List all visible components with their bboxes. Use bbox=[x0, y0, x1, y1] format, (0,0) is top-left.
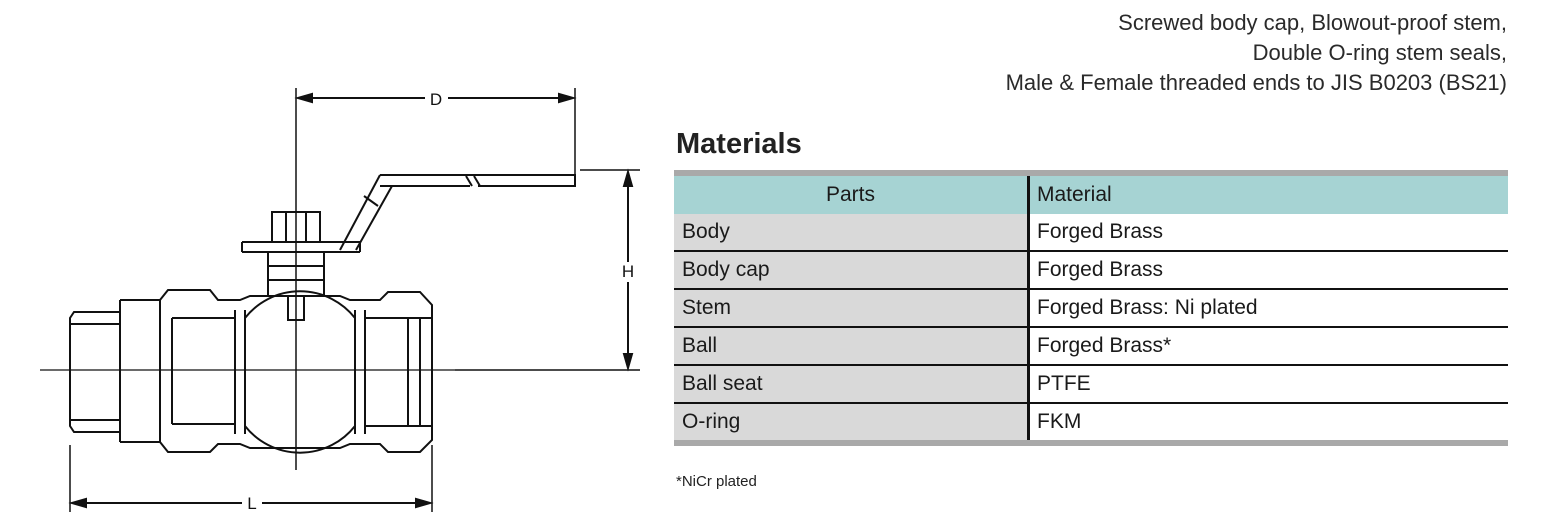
table-row: O-ring FKM bbox=[674, 402, 1508, 446]
part-cell: O-ring bbox=[674, 402, 1029, 446]
dimension-d-label: D bbox=[430, 90, 442, 109]
part-cell: Stem bbox=[674, 288, 1029, 327]
part-cell: Ball bbox=[674, 326, 1029, 365]
table-header-row: Parts Material bbox=[674, 170, 1508, 214]
table-row: Ball Forged Brass* bbox=[674, 326, 1508, 365]
table-row: Body cap Forged Brass bbox=[674, 250, 1508, 289]
feature-line-3: Male & Female threaded ends to JIS B0203… bbox=[1005, 70, 1507, 95]
table-row: Ball seat PTFE bbox=[674, 364, 1508, 403]
material-cell: PTFE bbox=[1027, 364, 1508, 403]
part-cell: Body cap bbox=[674, 250, 1029, 289]
materials-title: Materials bbox=[676, 128, 802, 160]
dimension-h-label: H bbox=[622, 262, 634, 281]
header-parts: Parts bbox=[674, 170, 1029, 214]
dimension-l-label: L bbox=[247, 494, 256, 513]
materials-table: Parts Material Body Forged Brass Body ca… bbox=[674, 170, 1508, 446]
material-cell: Forged Brass bbox=[1027, 250, 1508, 289]
feature-line-1: Screwed body cap, Blowout-proof stem, bbox=[1118, 10, 1507, 35]
header-material: Material bbox=[1027, 170, 1508, 214]
valve-drawing: D H L bbox=[40, 88, 640, 513]
material-cell: Forged Brass bbox=[1027, 214, 1508, 251]
footnote: *NiCr plated bbox=[676, 473, 757, 490]
material-cell: Forged Brass: Ni plated bbox=[1027, 288, 1508, 327]
material-cell: FKM bbox=[1027, 402, 1508, 446]
table-row: Stem Forged Brass: Ni plated bbox=[674, 288, 1508, 327]
part-cell: Body bbox=[674, 214, 1029, 251]
material-cell: Forged Brass* bbox=[1027, 326, 1508, 365]
feature-line-2: Double O-ring stem seals, bbox=[1252, 40, 1507, 65]
table-row: Body Forged Brass bbox=[674, 214, 1508, 251]
part-cell: Ball seat bbox=[674, 364, 1029, 403]
